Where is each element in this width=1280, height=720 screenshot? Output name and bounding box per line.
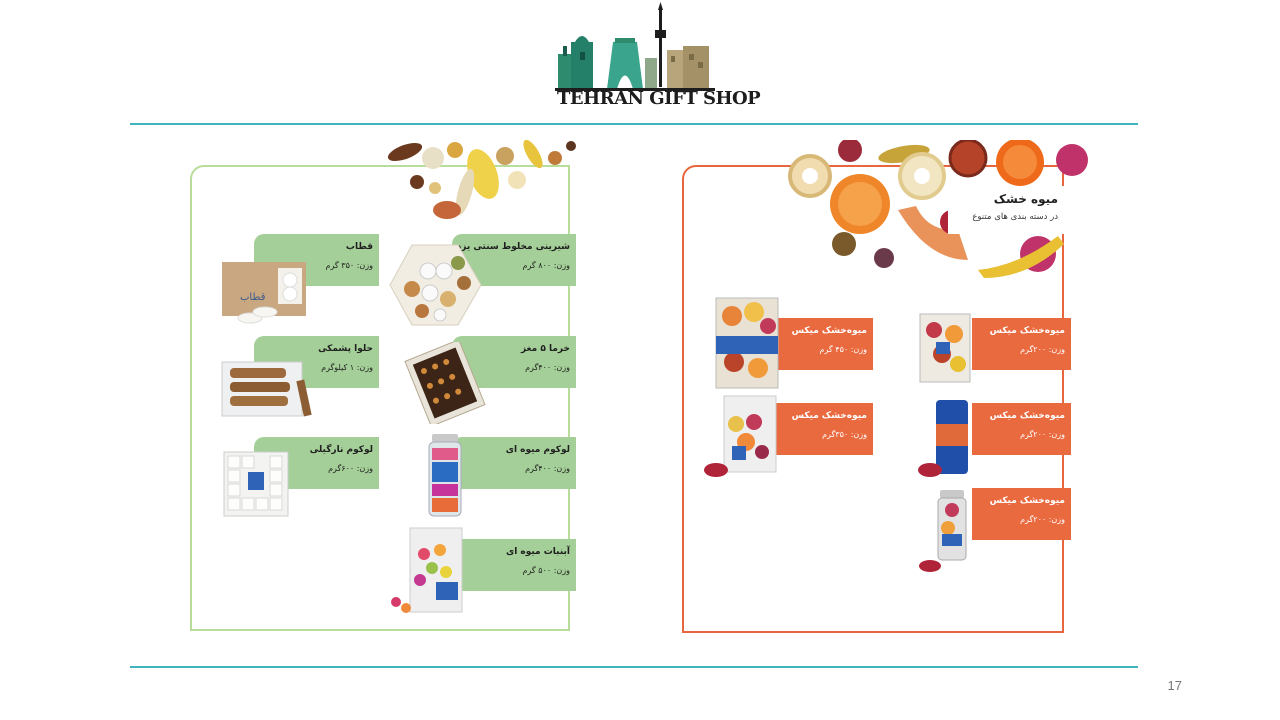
category-title: میوه خشک [993,192,1058,206]
product-tag-mix-3: میوه‌خشک میکس وزن: ۳۵۰گرم [774,403,873,455]
product-tag-fruit-candy: آبنبات میوه ای وزن: ۵۰۰ گرم [452,539,576,591]
dried-fruit-mix-bag-image [704,395,777,477]
fruit-candy-bag-image [391,527,463,613]
tehran-gift-shop-logo: TEHRAN GIFT SHOP [555,2,761,114]
product-name: میوه‌خشک میکس [989,496,1065,506]
product-name: حلوا پشمکی [318,344,373,354]
product-name: میوه‌خشک میکس [989,326,1065,336]
category-title-card: میوه خشک در دسته بندی های متنوع [948,186,1066,234]
product-name: قطاب [345,242,373,252]
product-name: شیرینی مخلوط سنتی یزد [456,242,570,252]
product-tag-mix-2: میوه‌خشک میکس وزن: ۲۰۰گرم [972,318,1071,370]
dried-fruit-mix-jar-image [919,490,967,572]
product-tag-mix-1: میوه‌خشک میکس وزن: ۴۵۰ گرم [774,318,873,370]
product-name: آبنبات میوه ای [505,547,570,557]
category-subtitle: در دسته بندی های متنوع [972,212,1058,222]
logo-text: TEHRAN GIFT SHOP [557,88,761,109]
dates-box-image [404,342,486,424]
dried-fruit-decoration-icon [788,140,1088,278]
yazd-sweets-box-image [389,244,482,326]
product-name: لوکوم میوه ای [505,445,570,455]
product-weight: وزن: ۸۰۰ گرم [522,261,570,270]
product-weight: وزن: ۲۰۰گرم [1020,430,1065,439]
dried-fruit-mix-box-small-image [919,313,971,383]
dried-fruit-mix-jar-large-image [715,297,779,389]
dried-fruit-mix-tube-image [918,400,968,477]
product-tag-mix-4: میوه‌خشک میکس وزن: ۲۰۰گرم [972,403,1071,455]
product-weight: وزن: ۱ کیلوگرم [321,363,373,372]
left-panel-frame [190,165,570,631]
product-weight: وزن: ۳۵۰گرم [822,430,867,439]
product-name: میوه‌خشک میکس [989,411,1065,421]
sweets-decoration-icon [387,140,576,219]
product-weight: وزن: ۴۰۰گرم [525,464,570,473]
product-tag-mix-5: میوه‌خشک میکس وزن: ۲۰۰گرم [972,488,1071,540]
product-weight: وزن: ۲۰۰گرم [1020,515,1065,524]
page-number: 17 [1167,678,1182,693]
product-weight: وزن: ۶۰۰گرم [328,464,373,473]
coconut-lokum-box-image [223,451,289,517]
top-rule [130,123,1138,125]
product-name: میوه‌خشک میکس [791,411,867,421]
product-weight: وزن: ۲۰۰گرم [1020,345,1065,354]
product-name: خرما ۵ مغز [520,344,570,354]
product-name: لوکوم نارگیلی [309,445,373,455]
bottom-rule [130,666,1138,668]
right-panel-frame [682,165,1064,633]
fruit-lokum-jar-image [428,434,462,517]
ghotab-box-image: قطاب [222,262,306,324]
tehran-skyline-icon [555,2,715,91]
product-weight: وزن: ۴۵۰ گرم [819,345,867,354]
product-tag-fruit-lokum: لوکوم میوه ای وزن: ۴۰۰گرم [452,437,576,489]
product-weight: وزن: ۵۰۰ گرم [522,566,570,575]
svg-text:قطاب: قطاب [240,292,266,303]
product-name: میوه‌خشک میکس [791,326,867,336]
halva-pack-image [221,361,312,417]
product-weight: وزن: ۳۵۰ گرم [325,261,373,270]
product-weight: وزن: ۴۰۰گرم [525,363,570,372]
